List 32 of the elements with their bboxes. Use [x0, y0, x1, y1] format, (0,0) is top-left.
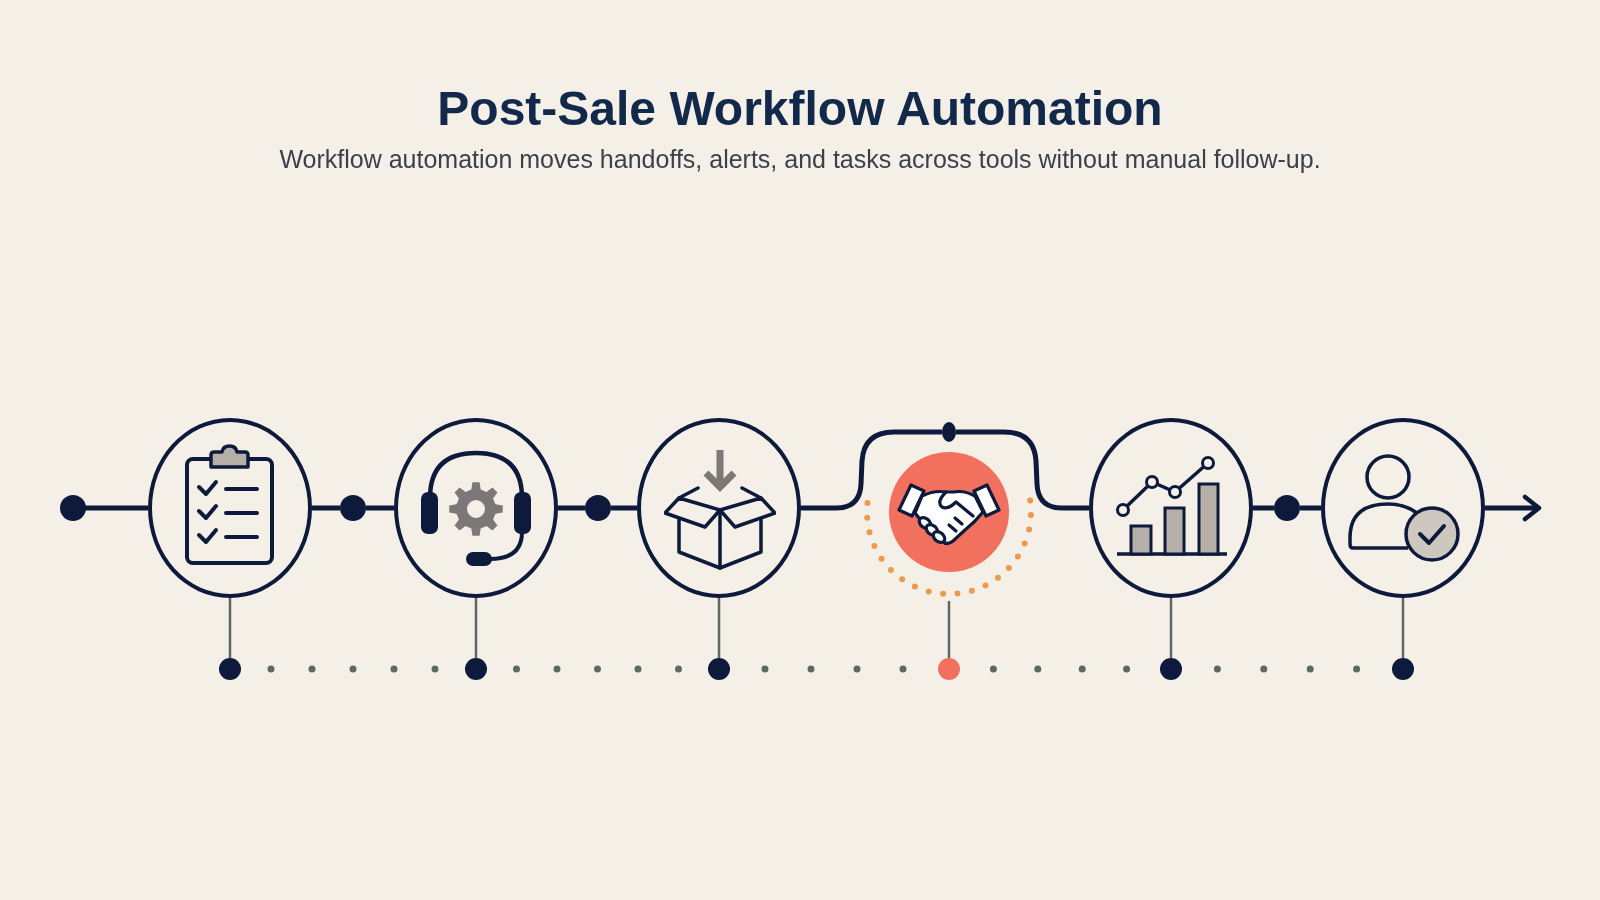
arrow [1485, 494, 1542, 522]
connector-line [956, 429, 1089, 511]
timeline-dot [1160, 658, 1182, 680]
step-circle [148, 418, 312, 598]
tick-line [717, 598, 721, 658]
connector-line [366, 505, 394, 511]
timeline-dot [585, 495, 611, 521]
tick-line [947, 601, 951, 658]
connector-line [611, 505, 637, 511]
step-circle [1089, 418, 1253, 598]
step-circle [637, 418, 801, 598]
timeline-dot [938, 658, 960, 680]
timeline-dot [708, 658, 730, 680]
connector-line [1300, 505, 1321, 511]
connector-line [60, 495, 148, 521]
step-circle [394, 418, 558, 598]
subtitle: Workflow automation moves handoffs, alerts, and tasks across tools without manual follow-up. [279, 144, 1321, 175]
step-circle [1321, 418, 1485, 598]
tick-line [228, 598, 232, 658]
connector-line [801, 429, 942, 511]
timeline-dot [219, 658, 241, 680]
tick-line [474, 598, 478, 658]
tick-line [1169, 598, 1173, 658]
connector-line [558, 505, 585, 511]
connector-line [312, 505, 340, 511]
title: Post-Sale Workflow Automation [437, 81, 1163, 137]
timeline-dot [465, 658, 487, 680]
timeline-dot [1392, 658, 1414, 680]
connector-line [1253, 505, 1274, 511]
tick-line [1401, 598, 1405, 658]
timeline-dot [340, 495, 366, 521]
timeline-dot [1274, 495, 1300, 521]
